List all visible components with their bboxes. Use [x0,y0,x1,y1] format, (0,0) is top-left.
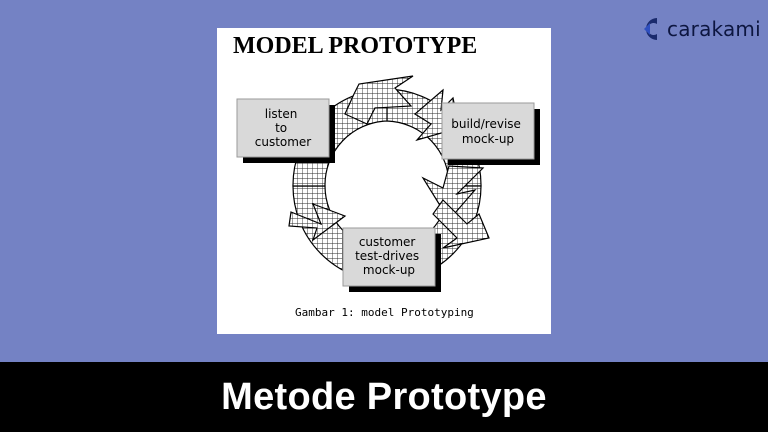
step-label-line: listen [265,107,298,121]
step-label-line: customer [359,235,416,249]
step-label-line: to [275,121,287,135]
step-box-body [441,102,535,160]
brand-logo: carakami [640,14,761,44]
step-label-line: test-drives [355,249,419,263]
step-label-line: mock-up [363,263,415,277]
diagram-title: MODEL PROTOTYPE [233,33,477,59]
step-label-line: customer [255,135,312,149]
banner-title: Metode Prototype [221,375,547,418]
diagram-card: MODEL PROTOTYPE listen to customer [217,28,551,334]
step-box-build: build/revise mock-up [441,102,540,165]
prototype-cycle-diagram: MODEL PROTOTYPE listen to customer [233,33,540,319]
diagram-caption: Gambar 1: model Prototyping [295,306,474,319]
step-label: customer test-drives mock-up [355,235,423,277]
title-banner: Metode Prototype [0,362,768,432]
arrow-bottom-right [432,199,490,249]
arrow-left [288,202,347,242]
step-box-body [236,98,330,158]
step-label-line: build/revise [451,117,521,131]
step-label: build/revise mock-up [451,117,525,146]
carakami-c-logo-icon [644,18,657,40]
step-label-line: mock-up [462,132,514,146]
brand-name: carakami [667,17,761,41]
step-box-listen: listen to customer [236,98,335,163]
step-box-body [342,227,436,287]
arrow-right [421,165,485,222]
step-box-test: customer test-drives mock-up [342,227,441,292]
step-label: listen to customer [255,107,312,149]
arrow-top [344,75,414,125]
